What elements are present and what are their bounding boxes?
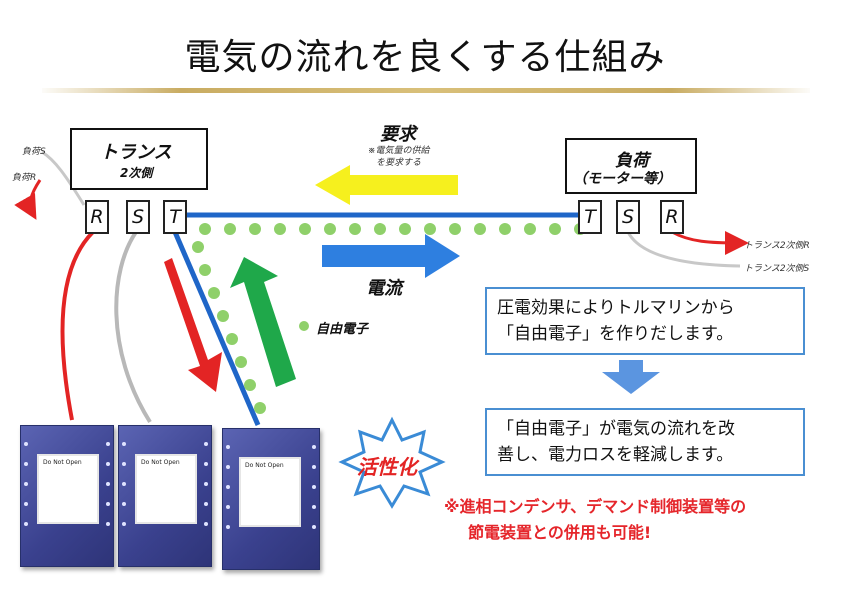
cable-tag-s [41, 150, 86, 206]
load-box: 負荷 （モーター等） [565, 138, 697, 194]
device-label-1: Do Not Open [43, 459, 82, 466]
device-label-2: Do Not Open [141, 459, 180, 466]
tag-trans-r: トランス2次側R [744, 241, 810, 251]
device-sticker-3: Do Not Open [241, 459, 299, 525]
current-label: 電流 [366, 278, 402, 299]
device-sticker-2: Do Not Open [137, 456, 195, 522]
page-title: 電気の流れを良くする仕組み [184, 37, 666, 78]
transformer-terminal-r: R [85, 200, 109, 234]
cable-r-left [60, 230, 95, 421]
activation-burst [338, 416, 446, 509]
remark: ※進相コンデンサ、デマンド制御装置等の 節電装置との併用も可能! [444, 494, 746, 546]
cable-tag-right-r [671, 230, 749, 255]
tag-trans-s: トランス2次側S [744, 264, 810, 274]
note1-line1: 圧電効果によりトルマリンから [497, 298, 735, 318]
transformer-sub: 2次側 [120, 166, 153, 180]
load-name: 負荷 [615, 151, 649, 171]
device-unit-3: Do Not Open [222, 428, 320, 570]
load-terminal-t: T [578, 200, 602, 234]
cable-s-left [114, 230, 152, 424]
transformer-terminal-s: S [126, 200, 150, 234]
device-label-3: Do Not Open [245, 462, 284, 469]
free-electron-label: 自由電子 [316, 322, 369, 337]
device-sticker-1: Do Not Open [39, 456, 97, 522]
remark-line2: 節電装置との併用も可能! [468, 523, 652, 542]
transformer-name: トランス [100, 142, 172, 163]
demand-note-1: ※電気量の供給 [368, 146, 430, 156]
flow-down-arrow [602, 360, 660, 394]
note2-line2: 善し、電力ロスを軽減します。 [497, 445, 734, 465]
tag-load-r: 負荷R [12, 173, 37, 183]
note-box-piezo: 圧電効果によりトルマリンから 「自由電子」を作りだします。 [485, 287, 805, 355]
device-unit-2: Do Not Open [118, 425, 212, 567]
activation-label: 活性化 [357, 455, 417, 479]
load-terminal-s: S [616, 200, 640, 234]
cable-tag-r [14, 179, 42, 220]
transformer-terminal-t: T [163, 200, 187, 234]
note-box-effect: 「自由電子」が電気の流れを改 善し、電力ロスを軽減します。 [485, 408, 805, 476]
down-red-arrow [152, 258, 222, 392]
load-sub: （モーター等） [573, 171, 671, 187]
load-terminal-r: R [660, 200, 684, 234]
note1-line2: 「自由電子」を作りだします。 [497, 324, 734, 344]
note2-line1: 「自由電子」が電気の流れを改 [497, 419, 735, 439]
demand-label: 要求 [380, 124, 416, 145]
device-unit-1: Do Not Open [20, 425, 114, 567]
title-divider [42, 88, 810, 93]
tag-load-s: 負荷S [22, 147, 46, 157]
up-green-arrow [230, 257, 296, 387]
transformer-box: トランス 2次側 [70, 128, 208, 190]
current-arrow [322, 234, 460, 278]
demand-note-2: を要求する [376, 158, 422, 168]
remark-line1: ※進相コンデンサ、デマンド制御装置等の [444, 497, 747, 516]
cable-tag-right-s [626, 231, 741, 268]
demand-arrow [315, 165, 458, 205]
diagonal-blue-line [172, 231, 261, 426]
